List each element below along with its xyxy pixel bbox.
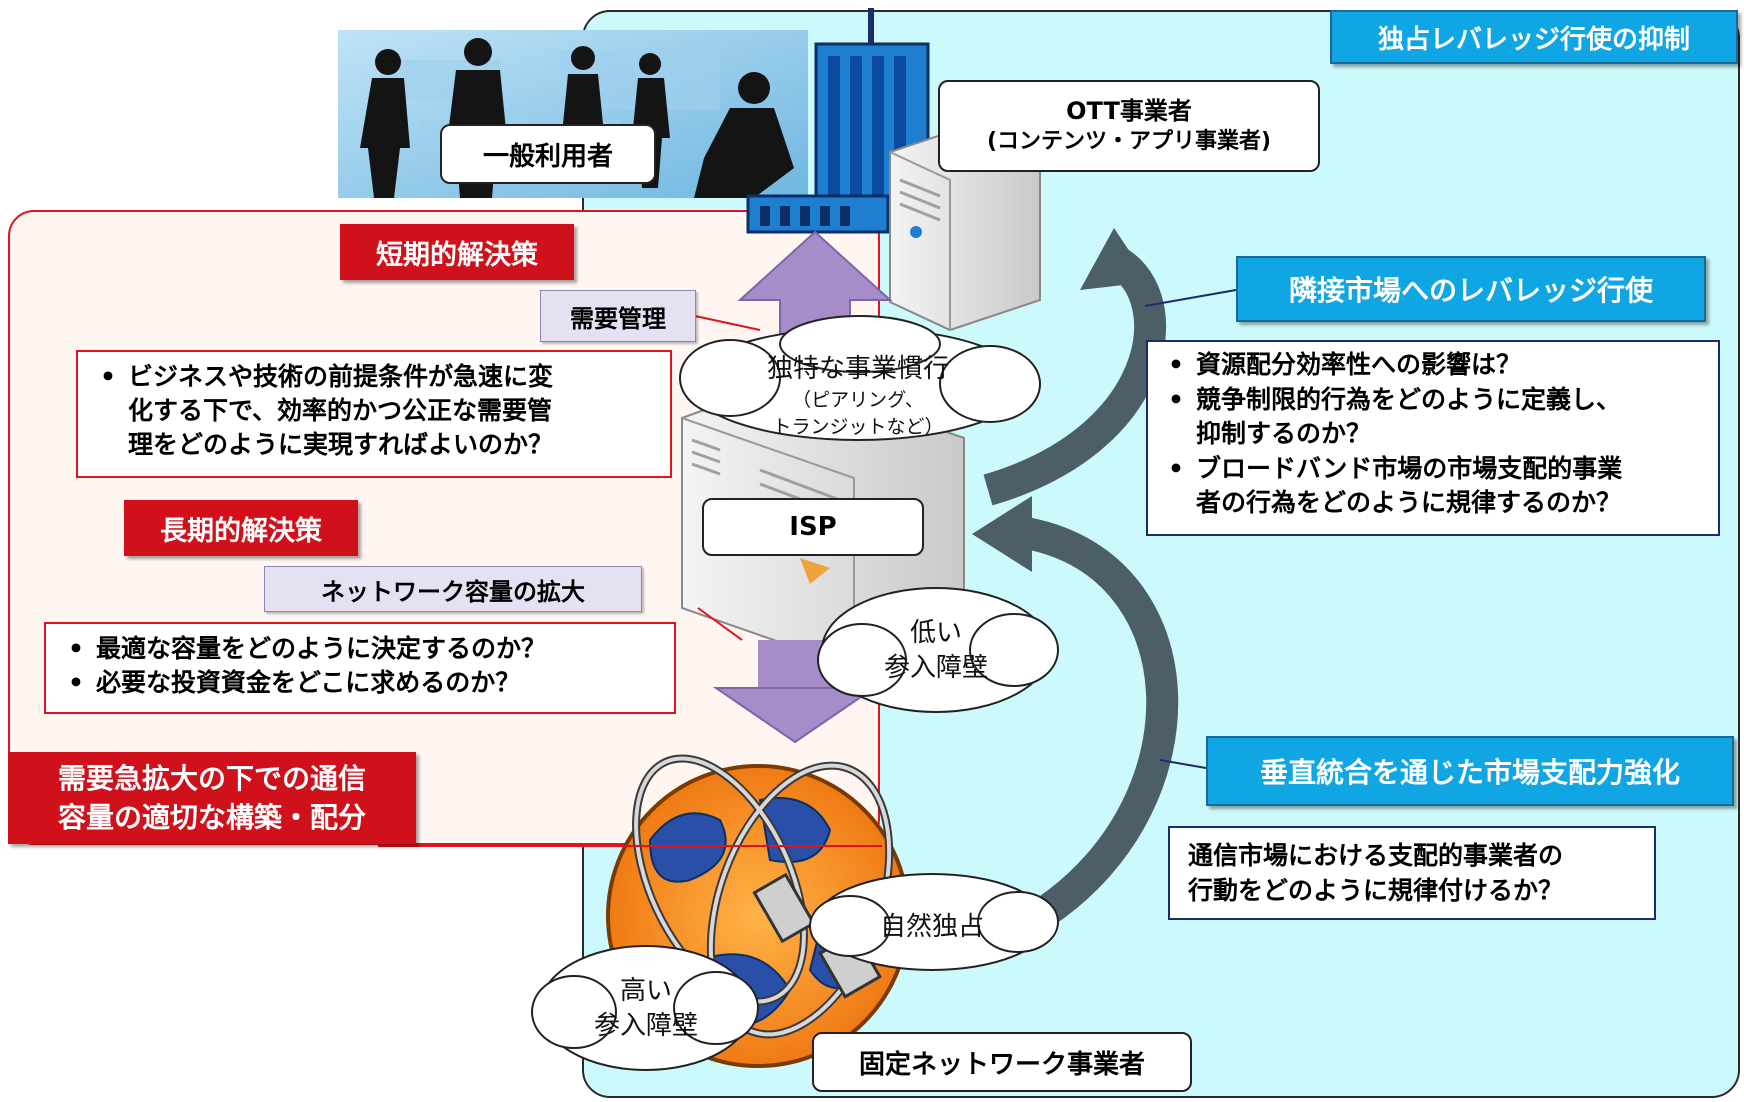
long-term-question: 必要な投資資金をどこに求めるのか？ xyxy=(56,666,664,700)
long-term-label: 長期的解決策 xyxy=(124,500,358,556)
fixed-network-label: 固定ネットワーク事業者 xyxy=(812,1032,1192,1092)
network-capacity-label: ネットワーク容量の拡大 xyxy=(264,566,642,612)
business-people-image xyxy=(338,30,808,198)
connector-lines xyxy=(378,289,1237,847)
users-label: 一般利用者 xyxy=(440,124,656,184)
ott-label: OTT事業者 (コンテンツ・アプリ事業者) xyxy=(938,80,1320,172)
cloud-high-barrier xyxy=(531,945,759,1071)
cloud-high-barrier-text: 高い 参入障壁 xyxy=(593,976,698,1042)
short-term-label: 短期的解決策 xyxy=(340,224,574,280)
demand-expansion-label: 需要急拡大の下での通信 容量の適切な構築・配分 xyxy=(8,752,416,844)
long-term-question-box: 最適な容量をどのように決定するのか？ 必要な投資資金をどこに求めるのか？ xyxy=(44,622,676,714)
demand-management-label: 需要管理 xyxy=(540,290,696,342)
cloud-business-practice-text: 独特な事業慣行 （ピアリング、 トランジットなど） xyxy=(766,354,949,438)
leverage-arrow-upper xyxy=(983,228,1166,506)
short-term-question: ビジネスや技術の前提条件が急速に変 化する下で、効率的かつ公正な需要管 理をどの… xyxy=(88,360,660,462)
cloud-low-barrier-text: 低い 参入障壁 xyxy=(883,618,988,684)
cloud-business-practice xyxy=(679,315,1041,441)
long-term-question: 最適な容量をどのように決定するのか？ xyxy=(56,632,664,666)
isp-label: ISP xyxy=(702,498,924,556)
leverage-arrow-lower xyxy=(972,496,1179,926)
vertical-question-box: 通信市場における支配的事業者の 行動をどのように規律付けるか？ xyxy=(1168,826,1656,920)
cloud-natural-monopoly-text: 自然独占 xyxy=(879,912,984,942)
adjacent-question-box: 資源配分効率性への影響は？ 競争制限的行為をどのように定義し、抑制するのか？ ブ… xyxy=(1146,340,1720,536)
adjacent-question: 競争制限的行為をどのように定義し、抑制するのか？ xyxy=(1156,383,1710,452)
page-title: 独占レバレッジ行使の抑制 xyxy=(1330,10,1738,64)
cloud-low-barrier xyxy=(817,587,1059,713)
short-term-question-box: ビジネスや技術の前提条件が急速に変 化する下で、効率的かつ公正な需要管 理をどの… xyxy=(76,350,672,478)
vertical-integration-label: 垂直統合を通じた市場支配力強化 xyxy=(1206,736,1734,806)
adjacent-question: 資源配分効率性への影響は？ xyxy=(1156,348,1710,383)
cloud-natural-monopoly xyxy=(809,873,1059,971)
adjacent-market-label: 隣接市場へのレバレッジ行使 xyxy=(1236,256,1706,322)
